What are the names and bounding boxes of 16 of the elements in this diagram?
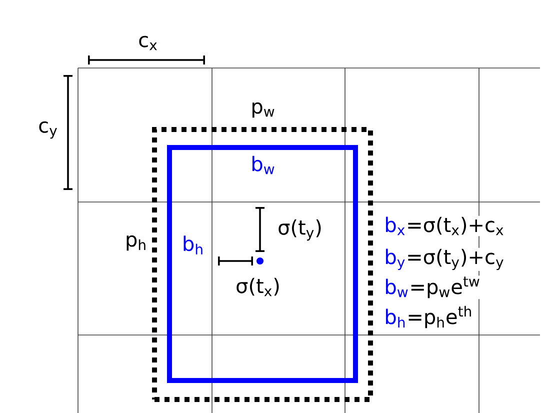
formula-text: =p$_{w}$e$^{tw}$: [409, 276, 480, 300]
box-label: b$_{h}$: [180, 234, 206, 256]
formula-text: =p$_{h}$e$^{th}$: [406, 304, 473, 330]
box-label: p$_{w}$: [250, 101, 276, 119]
formula-variable: b$_{y}$: [386, 248, 405, 270]
formula-variable: b$_{h}$: [386, 308, 405, 328]
formula-text: =σ(t$_{x}$)+c$_{x}$: [406, 216, 504, 236]
formula-text: =σ(t$_{y}$)+c$_{y}$: [406, 248, 504, 272]
dimension-label: σ(t$_{x}$): [236, 278, 279, 296]
box-label: p$_{h}$: [124, 234, 148, 252]
box-label: b$_{w}$: [250, 154, 276, 176]
formula-variable: b$_{w}$: [386, 278, 408, 298]
dimension-label: c$_{x}$: [139, 36, 157, 50]
formula-variable: b$_{x}$: [386, 216, 405, 236]
dimension-label: c$_{y}$: [39, 121, 57, 139]
dimension-label: σ(t$_{y}$): [278, 219, 321, 241]
